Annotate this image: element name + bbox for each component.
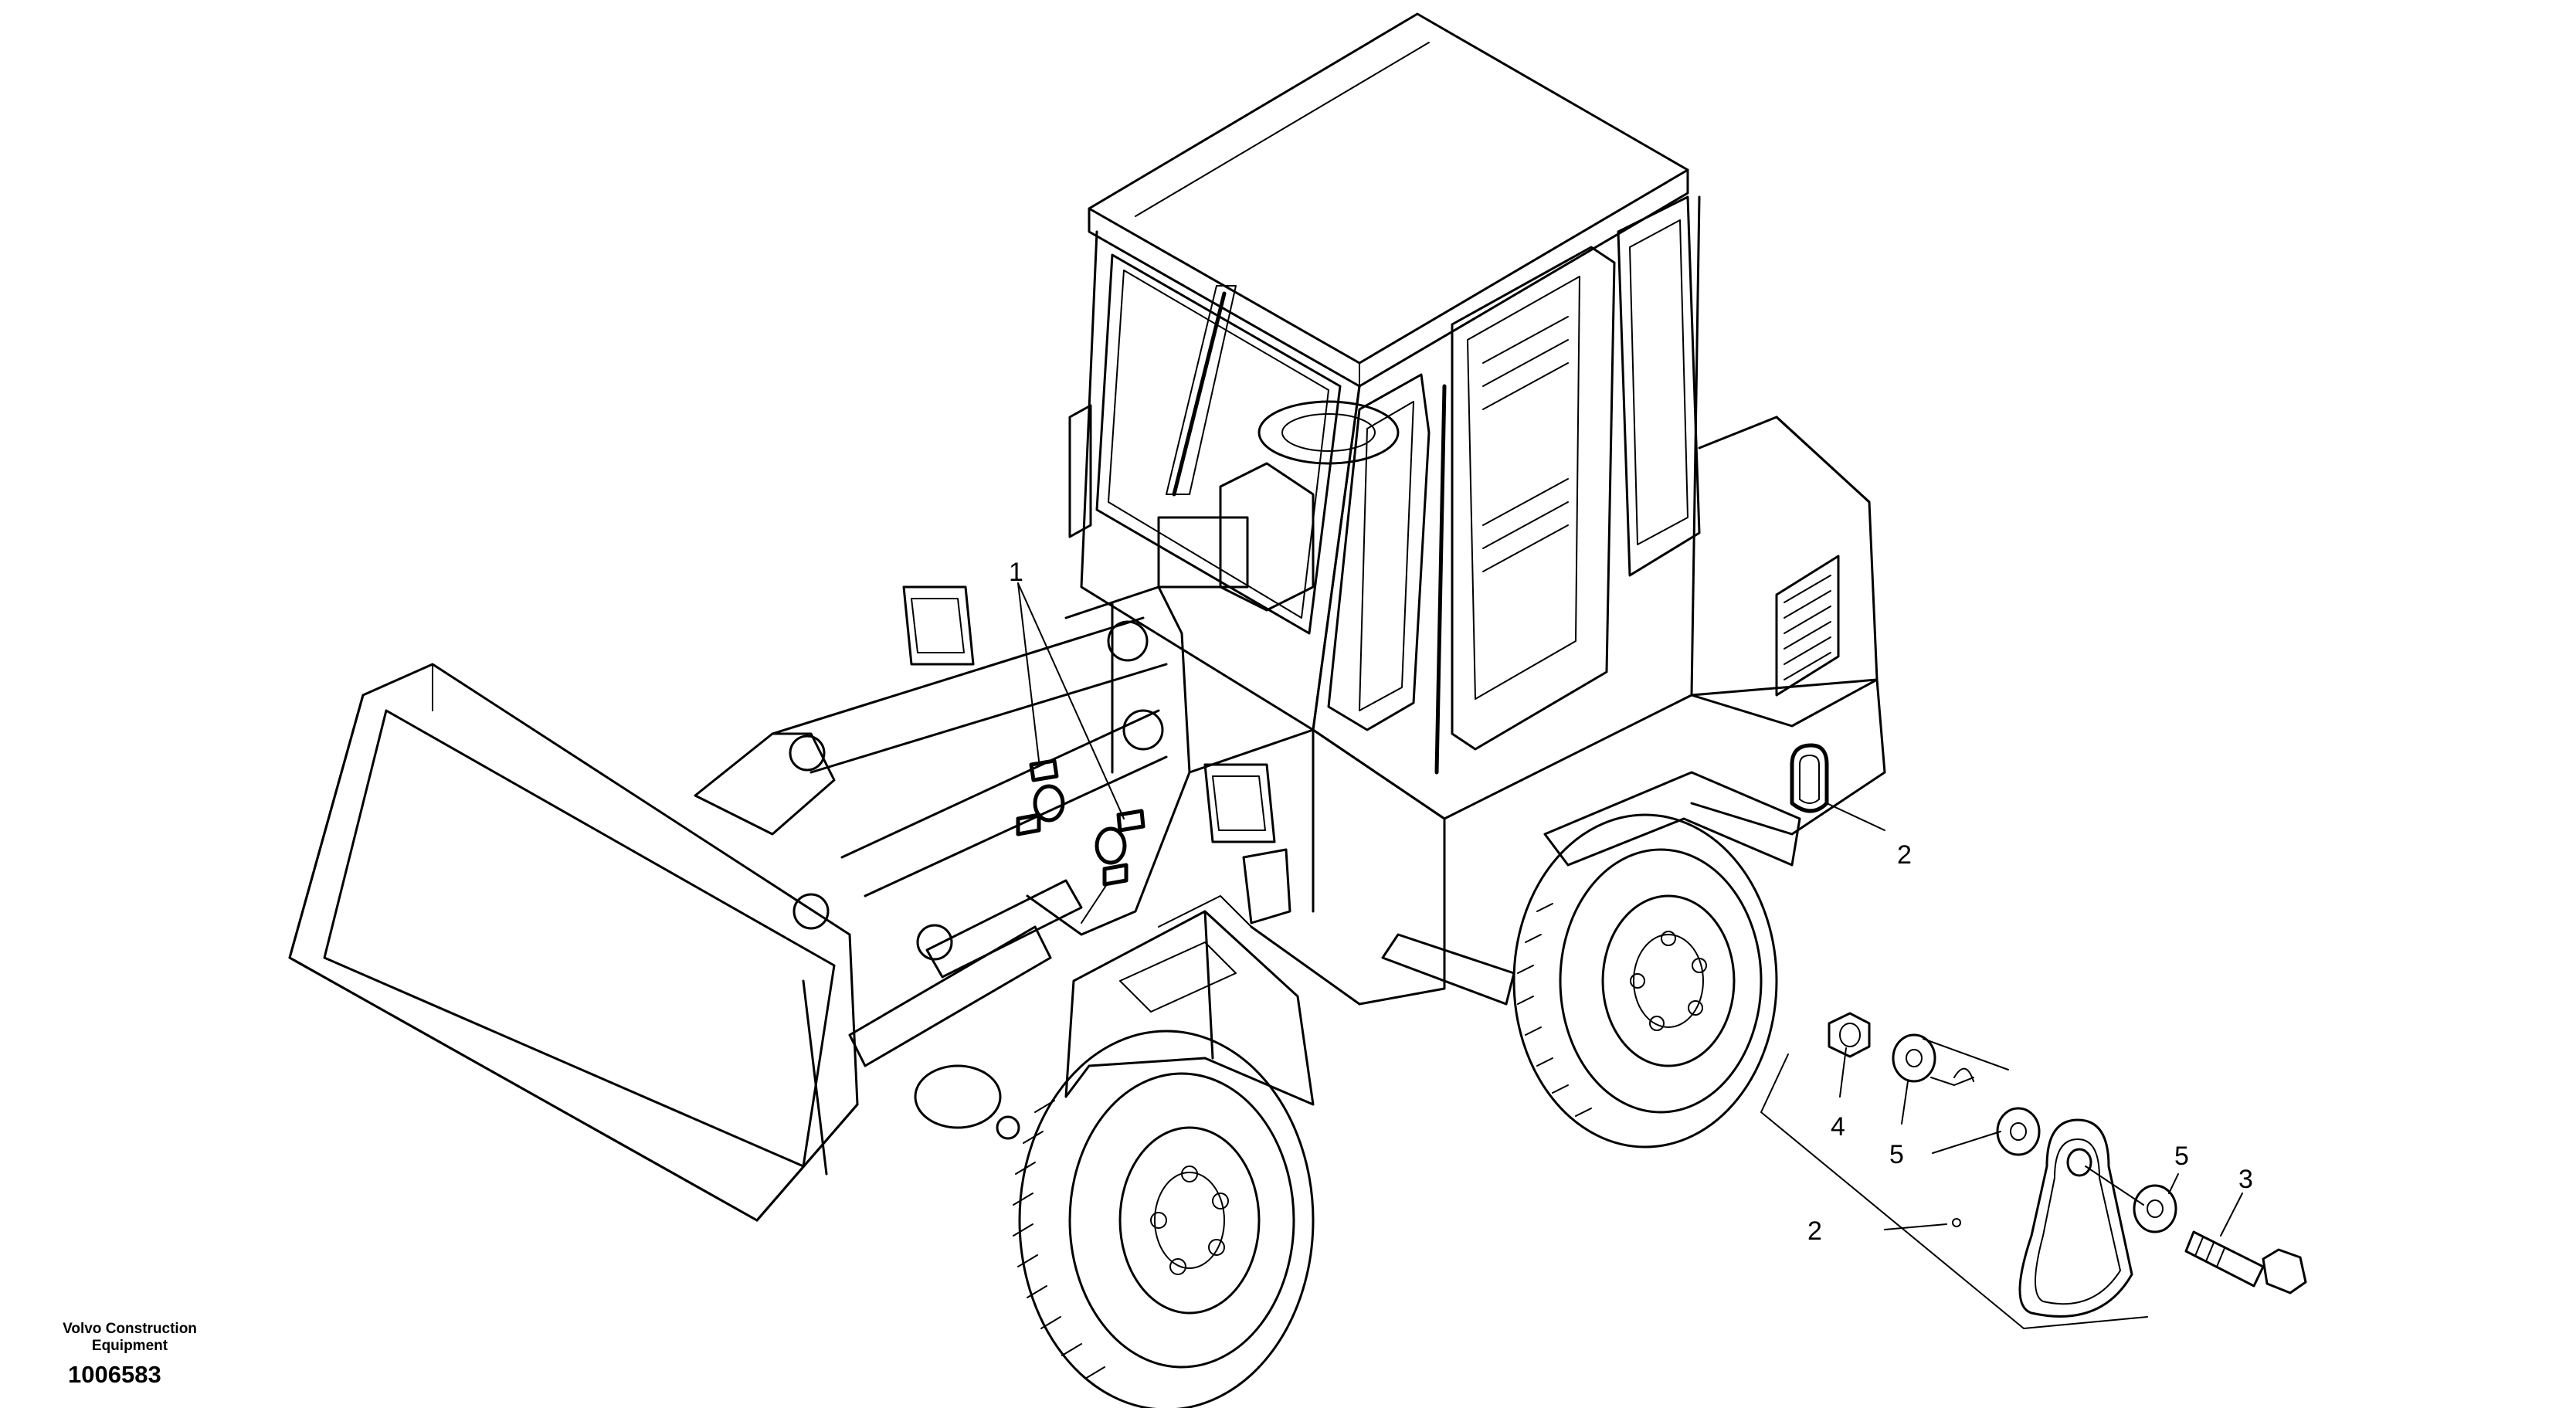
bracket-outline-2 [1930,1077,1974,1086]
bolt-part [2184,1230,2307,1294]
callout-4: 4 [1831,1112,1845,1142]
bracket-outline [1923,1038,2009,1070]
wheel-loader-illustration [288,12,1886,1408]
leader-lines [1017,582,2243,1237]
hole-outline [1953,1067,1974,1082]
callout-2-detail: 2 [1807,1216,1822,1246]
chassis [1188,728,1515,1006]
callout-5-left: 5 [1889,1140,1904,1169]
exploded-parts-detail [1760,1012,2307,1329]
engine-hood [1690,416,1886,836]
nut-part [1828,1012,1871,1058]
headlights [902,516,1291,925]
lift-arms [694,585,1191,1140]
detail-frame-line [1760,1053,2148,1329]
cab-body [1068,195,1701,820]
callout-1: 1 [1009,558,1023,587]
brand-label: Volvo Construction Equipment [37,1321,222,1355]
bucket [288,663,859,1222]
brand-line-2: Equipment [91,1338,168,1354]
tie-down-plate [2018,1118,2133,1318]
brand-line-1: Volvo Construction [63,1321,197,1337]
document-number: 1006583 [68,1361,161,1388]
front-wheel [1013,1030,1315,1408]
front-tie-down-eyes [1016,758,1145,887]
washer-part-middle [1996,1107,2041,1156]
rear-wheel [1512,813,1778,1148]
callout-3: 3 [2238,1165,2253,1194]
small-dot [1952,1218,1961,1227]
callout-2-machine: 2 [1897,840,1912,870]
callout-5-right: 5 [2174,1142,2189,1171]
front-fender [1064,895,1315,1106]
washer-part-left [1892,1033,1936,1083]
rear-fender [1543,771,1801,867]
cab-roof [1088,12,1689,388]
washer-part-right [2133,1184,2177,1233]
